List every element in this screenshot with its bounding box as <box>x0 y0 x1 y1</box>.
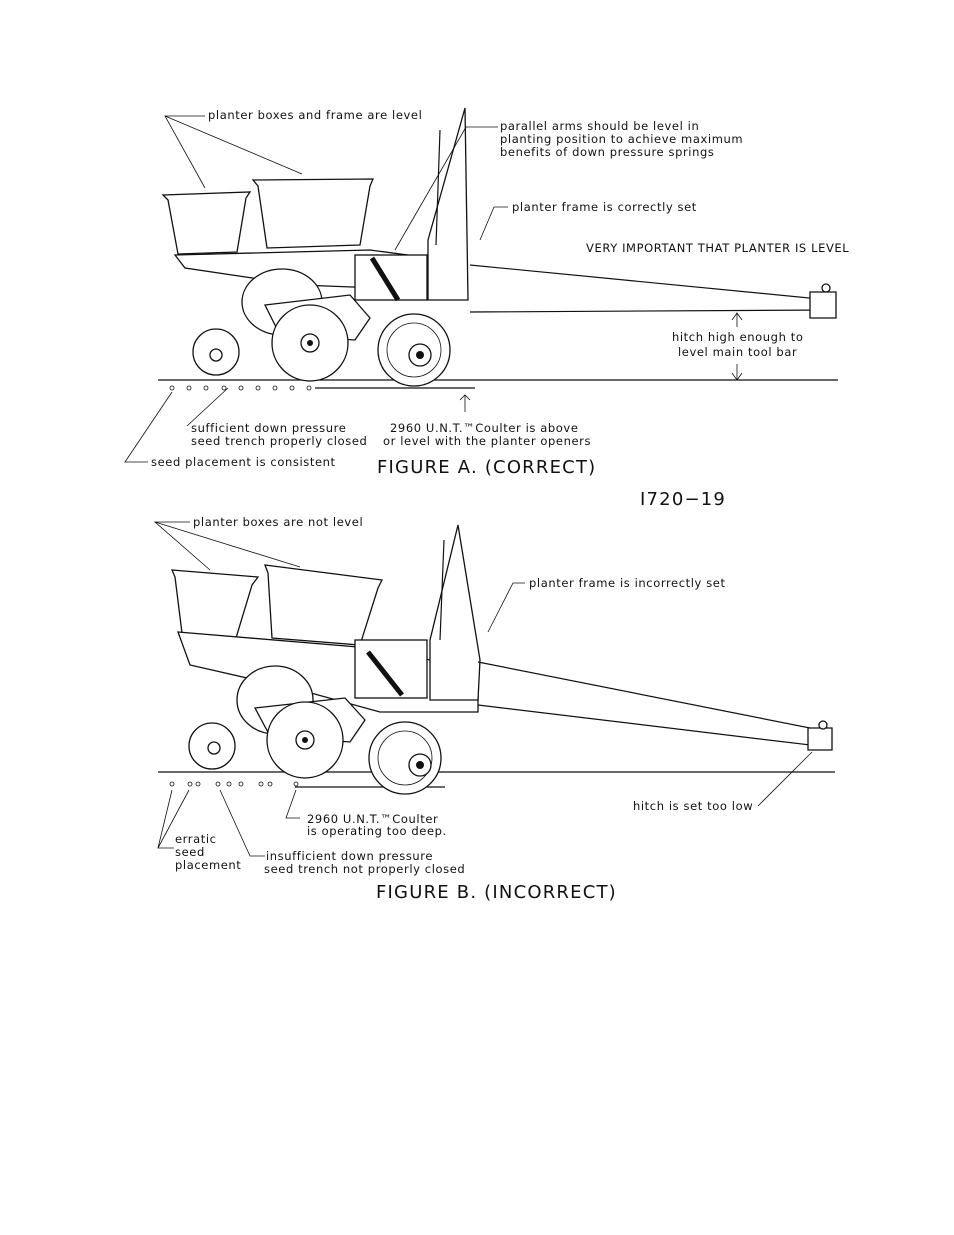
mast-line <box>435 129 441 246</box>
reference-code: I720−19 <box>640 489 726 510</box>
tongue <box>469 264 831 313</box>
leader-frame <box>479 206 508 241</box>
label-erratic-1: erratic <box>175 832 217 846</box>
mast-line <box>439 539 445 641</box>
leader-coulter <box>459 394 471 412</box>
label-frame-incorrect: planter frame is incorrectly set <box>529 576 726 590</box>
label-erratic-3: placement <box>175 858 241 872</box>
label-parallel-3: benefits of down pressure springs <box>500 145 715 159</box>
label-pressure-2: seed trench properly closed <box>191 434 367 448</box>
coulter-wheel <box>368 721 442 795</box>
label-pressure-1: insufficient down pressure <box>266 849 433 863</box>
leader-hitch <box>757 751 813 807</box>
label-boxes-not-level: planter boxes are not level <box>193 515 363 529</box>
label-pressure-1: sufficient down pressure <box>191 421 346 435</box>
label-parallel-2: planting position to achieve maximum <box>500 132 743 146</box>
tongue <box>477 661 811 746</box>
leader-parallel <box>394 126 498 251</box>
label-boxes-level: planter boxes and frame are level <box>208 108 422 122</box>
seed-dots <box>169 781 299 787</box>
leader-erratic <box>157 789 190 849</box>
figure-a-drawing <box>124 107 838 463</box>
label-coulter-1: 2960 U.N.T.™Coulter is above <box>390 421 579 435</box>
label-erratic-2: seed <box>175 845 205 859</box>
seed-box-small <box>161 191 252 255</box>
seed-dots <box>169 385 312 391</box>
down-pressure-spring <box>366 650 404 697</box>
seed-box-large <box>264 564 383 646</box>
figure-b-caption: FIGURE B. (INCORRECT) <box>376 882 617 903</box>
figure-b-drawing <box>153 521 835 857</box>
leader-pressure <box>186 387 229 427</box>
label-hitch-1: hitch high enough to <box>672 330 803 344</box>
label-frame-set: planter frame is correctly set <box>512 200 697 214</box>
label-coulter-2: or level with the planter openers <box>383 434 591 448</box>
leader-coulter <box>285 789 300 819</box>
label-placement: seed placement is consistent <box>151 455 336 469</box>
down-pressure-spring <box>369 256 401 302</box>
seed-box-small <box>170 569 260 639</box>
label-coulter-1: 2960 U.N.T.™Coulter <box>307 812 438 826</box>
tool-bar-post <box>429 524 481 701</box>
label-pressure-2: seed trench not properly closed <box>264 862 465 876</box>
label-hitch-2: level main tool bar <box>678 345 797 359</box>
tool-bar-post <box>427 107 469 301</box>
leader-pressure <box>219 789 265 857</box>
label-coulter-2: is operating too deep. <box>307 824 447 838</box>
parallel-arm-bracket <box>354 639 428 699</box>
leader-boxes <box>153 521 301 571</box>
hitch-arrows <box>731 312 743 381</box>
label-hitch-low: hitch is set too low <box>633 799 753 813</box>
figure-a-caption: FIGURE A. (CORRECT) <box>377 457 596 478</box>
label-parallel-1: parallel arms should be level in <box>500 119 699 133</box>
leader-boxes <box>164 115 303 189</box>
seed-box-large <box>251 178 374 249</box>
label-very-important: VERY IMPORTANT THAT PLANTER IS LEVEL <box>586 241 849 255</box>
hitch-clevis <box>809 291 837 319</box>
leader-frame <box>487 582 525 633</box>
leader-placement <box>124 391 173 463</box>
hitch-clevis <box>807 727 833 751</box>
